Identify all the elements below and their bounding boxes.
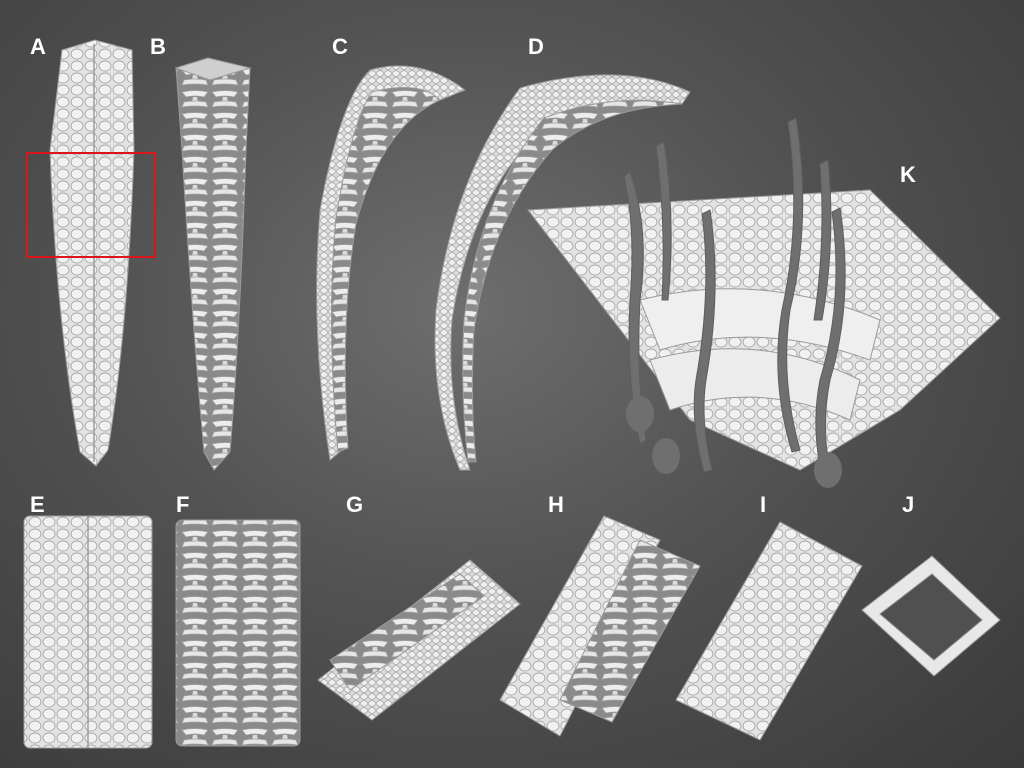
specimen-d (434, 74, 691, 471)
specimen-i (675, 521, 863, 741)
panel-label-c: C (332, 34, 348, 59)
specimen-b (174, 57, 252, 471)
specimen-a (49, 39, 135, 467)
specimen-j (861, 555, 1001, 677)
panel-label-e: E (30, 492, 45, 517)
specimen-e (23, 515, 153, 749)
panel-label-d: D (528, 34, 544, 59)
panel-label-f: F (176, 492, 190, 517)
panel-label-i: I (760, 492, 767, 517)
specimen-g (317, 559, 521, 721)
panel-label-g: G (346, 492, 364, 517)
panel-label-a: A (30, 34, 46, 59)
specimen-k (527, 117, 1001, 488)
specimen-c (316, 65, 467, 461)
highlight-box (26, 152, 156, 258)
panel-label-h: H (548, 492, 564, 517)
panel-label-b: B (150, 34, 166, 59)
panel-label-k: K (900, 162, 916, 187)
specimen-f (175, 519, 301, 747)
specimen-h (499, 515, 701, 737)
panel-label-j: J (902, 492, 915, 517)
